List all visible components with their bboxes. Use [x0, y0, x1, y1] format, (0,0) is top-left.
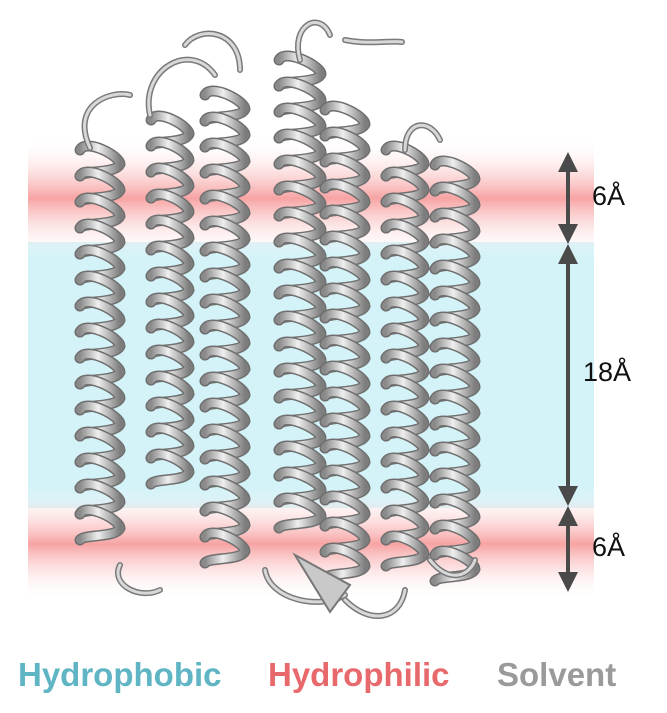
helix-6	[380, 140, 430, 572]
helix-2	[145, 110, 195, 490]
helix-3	[199, 85, 251, 569]
helix-5	[319, 100, 371, 584]
helix-1	[74, 140, 126, 546]
beta-strand-icon	[292, 552, 352, 614]
legend-solvent: Solvent	[497, 656, 617, 693]
helix-4	[273, 50, 327, 534]
alpha-helix-ribbon-icon	[74, 19, 481, 619]
bottom-layer-thickness-label: 6Å	[592, 532, 626, 562]
legend-hydrophilic: Hydrophilic	[268, 656, 450, 693]
helix-7	[429, 155, 481, 587]
legend: Hydrophobic Hydrophilic Solvent	[0, 656, 667, 706]
top-layer-thickness-label: 6Å	[592, 181, 626, 211]
core-layer-thickness-label: 18Å	[583, 357, 632, 387]
legend-hydrophobic: Hydrophobic	[18, 656, 222, 693]
